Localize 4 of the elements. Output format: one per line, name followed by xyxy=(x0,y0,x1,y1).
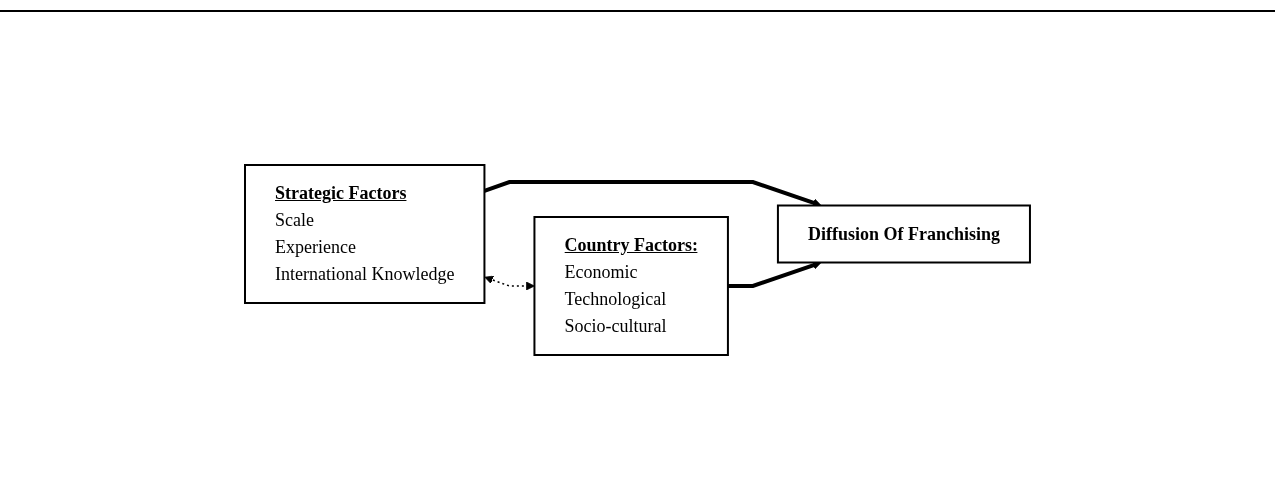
node-box: Strategic Factors Scale Experience International Knowledge xyxy=(244,164,486,304)
node-box: Country Factors: Economic Technological Socio-cultural xyxy=(533,216,729,356)
arrow xyxy=(484,275,535,291)
node-box: Diffusion Of Franchising xyxy=(776,204,1031,264)
